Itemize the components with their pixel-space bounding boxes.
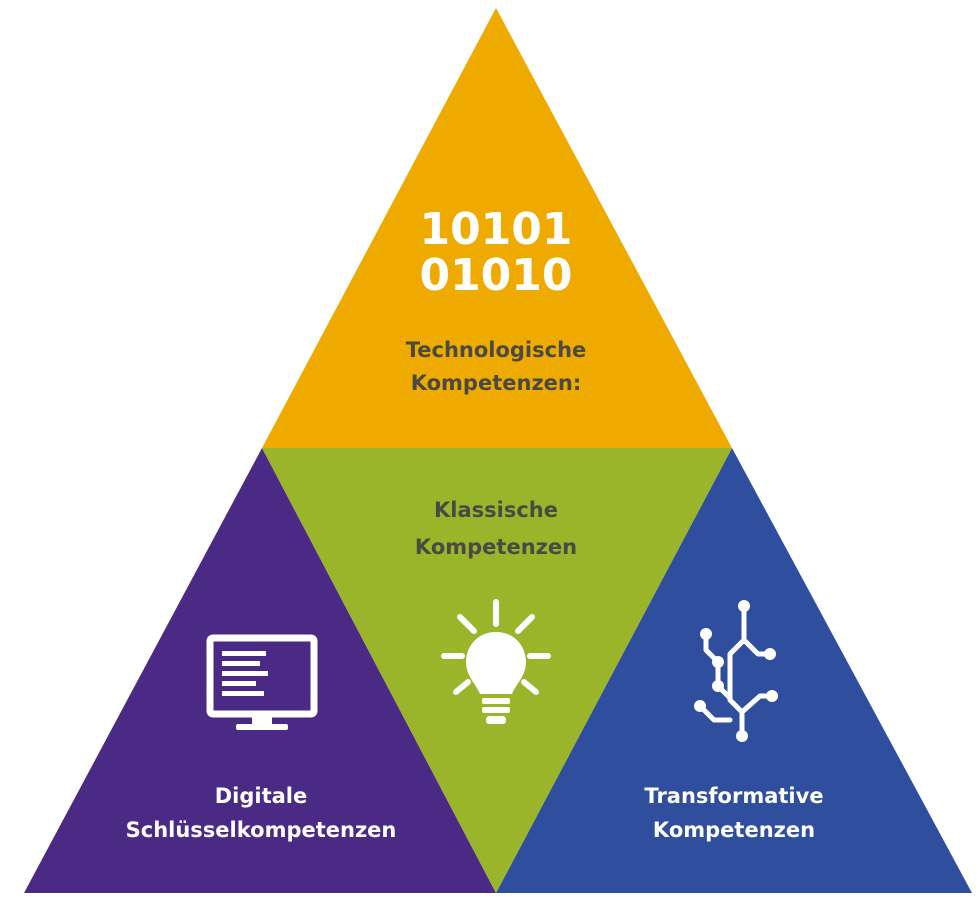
monitor-icon [206,634,318,730]
lightbulb-icon [441,599,551,724]
binary-line-1: 10101 [419,204,572,255]
center-title-line-1: Klassische [434,498,558,522]
left-title-line-2: Schlüsselkompetenzen [126,818,397,842]
circuit-icon [694,600,778,742]
binary-line-2: 01010 [419,250,572,301]
segment-right-transformative [496,448,972,893]
center-title-line-2: Kompetenzen [415,535,577,559]
top-title-line-1: Technologische [406,338,587,362]
top-title-line-2: Kompetenzen: [411,371,582,395]
right-title-line-2: Kompetenzen [653,818,815,842]
segment-left-digital [24,448,496,893]
binary-code-icon: 10101 01010 [419,204,572,301]
right-title-line-1: Transformative [644,784,823,808]
segment-top-technological [262,8,732,448]
left-title-line-1: Digitale [215,784,308,808]
